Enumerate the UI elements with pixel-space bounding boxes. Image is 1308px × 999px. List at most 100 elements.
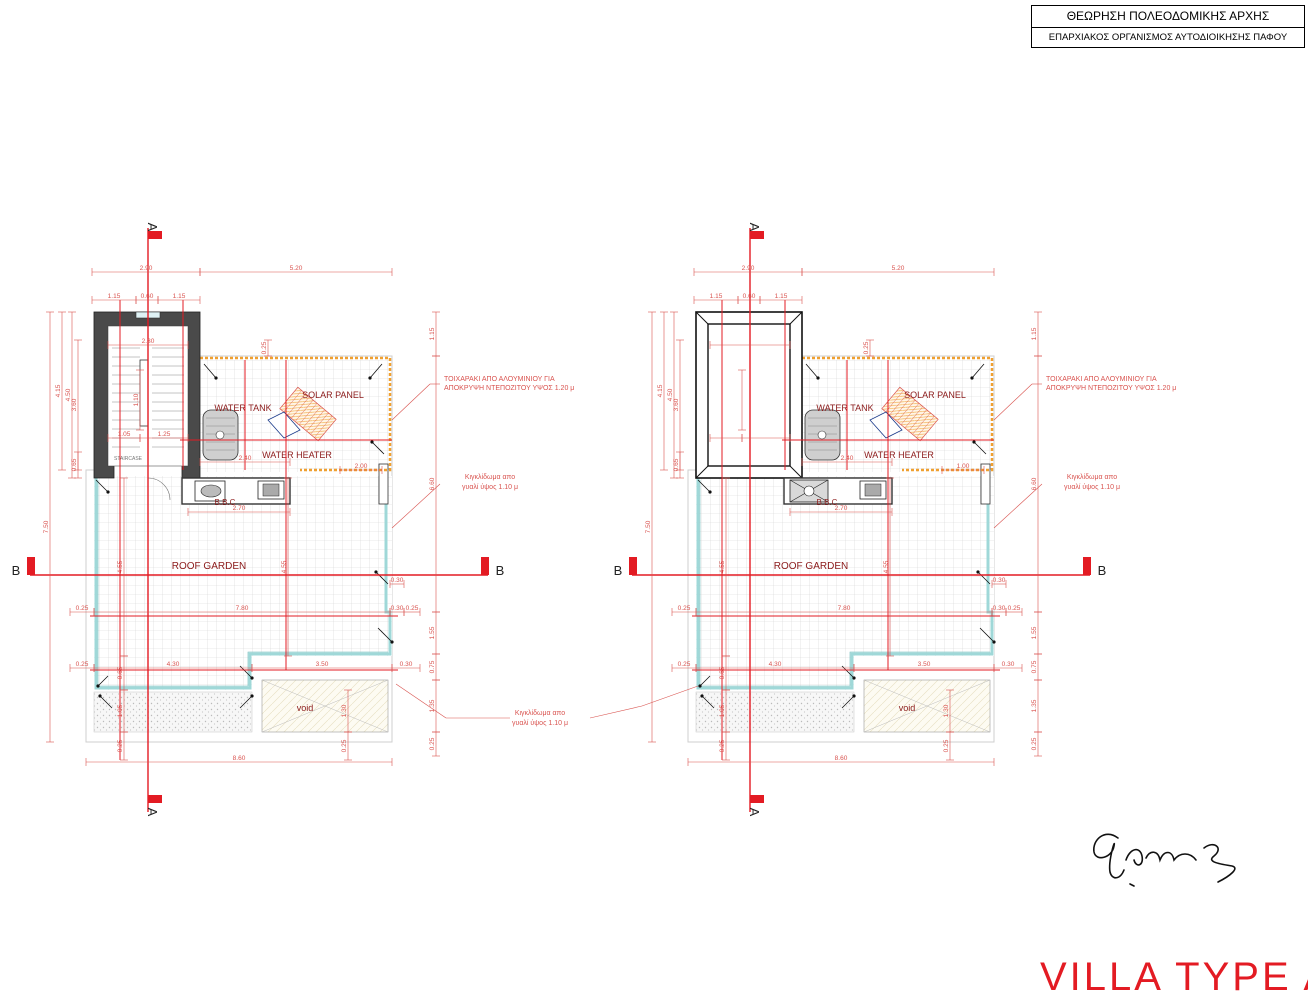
plan1-section-b-left: B [12, 563, 21, 578]
plan1-roof-garden-floor [94, 476, 392, 690]
plan1-arrow-10 [99, 695, 113, 709]
plan1-dim-r025-label: 0.25 [429, 737, 436, 750]
plan2-arrow-3-dot [972, 440, 976, 444]
plan2-railing-post [980, 463, 991, 505]
plan1-water-heater-box [267, 411, 301, 439]
plan1-solar-panel-cell [283, 390, 302, 412]
plan2-corner-bl [695, 465, 709, 479]
plan2-section-a-top: A [747, 223, 762, 232]
plan2-dim-stair-a-label: 1.15 [710, 293, 723, 300]
plan2-dim-stair-b-label: 0.60 [743, 293, 756, 300]
plan2-dim-r025-label: 0.25 [1031, 737, 1038, 750]
plan1-dim-r115-label: 1.15 [429, 327, 436, 340]
plan2-solar-panel-cell [885, 390, 904, 412]
plan1-dim-025b-label: 0.25 [76, 605, 89, 612]
plan1-dim-stair-b-label: 0.60 [141, 293, 154, 300]
plan1-note-parapet-line1: ΤΟΙΧΑΡΑΚΙ ΑΠΟ ΑΛΟΥΜΙΝΙΟΥ ΓΙΑ [444, 376, 555, 383]
plan1-arrow-2-dot [368, 376, 372, 380]
plan1-dim-230-label: 2.30 [142, 338, 155, 345]
plan1-arrow-9-dot [250, 694, 254, 698]
plan2-solar-panel-cell [908, 409, 927, 432]
plan1-dim-top-right-label: 5.20 [290, 265, 303, 272]
plan2-note-parapet-line1: ΤΟΙΧΑΡΑΚΙ ΑΠΟ ΑΛΟΥΜΙΝΙΟΥ ΓΙΑ [1046, 376, 1157, 383]
plan2-section-b-marker-left [629, 557, 637, 575]
plan2-dim-030c-label: 0.30 [1002, 661, 1015, 668]
stamp-subtitle: ΕΠΑΡΧΙΑΚΟΣ ΟΡΓΑΝΙΣΜΟΣ ΑΥΤΟΔΙΟΙΚΗΣΗΣ ΠΑΦΟ… [1048, 32, 1288, 43]
plan1-dim-105v-label: 1.05 [117, 704, 124, 717]
plan2-solar-panel-cell [889, 393, 908, 416]
plan1-leader-railing1 [391, 483, 441, 529]
plan2-dim-top-right-label: 5.20 [892, 265, 905, 272]
plan2-arrow-1-dot [816, 376, 820, 380]
plan2-basin [864, 483, 882, 497]
plan2-arrow-4-dot [976, 570, 980, 574]
plan2-roof-garden-label: ROOF GARDEN [774, 561, 848, 572]
plan1-section-b-marker-left [27, 557, 35, 575]
plan1-arrow-5-dot [390, 640, 394, 644]
plan1-railing-post [378, 463, 389, 505]
signature [1093, 833, 1236, 887]
plan2-dim-025e-label: 0.25 [719, 739, 726, 752]
plan2-arrow-10 [701, 695, 715, 709]
plan1-section-b-marker-right [481, 557, 489, 575]
plan1-arrow-1-dot [214, 376, 218, 380]
plan2-drain-circle [803, 485, 815, 497]
plan1-note-railing1-line1: Κιγκλίδωμα απο [465, 473, 515, 481]
plan1-section-a-top: A [145, 223, 160, 232]
plan2-note-railing1-line1: Κιγκλίδωμα απο [1067, 473, 1117, 481]
plan2-tank-enclosure-inner [707, 323, 791, 467]
plan2-arrow-7 [699, 675, 711, 687]
plan1-solar-panel-label: SOLAR PANEL [302, 390, 364, 400]
plan1-dim-125-label: 1.25 [158, 431, 171, 438]
plan2-arrow-1 [805, 363, 819, 379]
plan1-dim-stair-c-label: 1.15 [173, 293, 186, 300]
plan2-dim-780-label: 7.80 [838, 605, 851, 612]
plan2-water-heater-label: WATER HEATER [864, 450, 934, 460]
plan2-wc-label: B.B.C [817, 498, 838, 507]
plan2-water-tank-label: WATER TANK [816, 403, 873, 413]
plan1-arrow-7 [97, 675, 109, 687]
plan1-basin [262, 483, 280, 497]
plan1-dim-030c-label: 0.30 [400, 661, 413, 668]
plan1-void-diag-b [261, 679, 389, 733]
plan1-arrow-9 [239, 695, 253, 709]
plan2-dim-025b-label: 0.25 [678, 605, 691, 612]
plan2-arrow-6-dot [708, 490, 712, 494]
plan2-dim-430-label: 4.30 [769, 661, 782, 668]
plan2-glass-railing-inner [699, 480, 990, 687]
plan2-dim-860-label: 8.60 [835, 755, 848, 762]
drawing-title: VILLA TYPE A [1040, 955, 1308, 999]
plan1-void-label: void [297, 703, 314, 713]
plan1-arrow-3 [371, 441, 385, 455]
plan2-arrow-9 [841, 695, 855, 709]
plan2-leader-shared-tail [641, 685, 699, 707]
plan2-section-b-right: B [1098, 563, 1107, 578]
plan1-dim-270-label: 2.70 [233, 505, 246, 512]
plan2-dim-030a-label: 0.30 [993, 577, 1006, 584]
plan2-dim-200-label: 1.00 [957, 463, 970, 470]
plan1-dim-240-label: 2.40 [239, 455, 252, 462]
plan2-leader-railing1 [993, 483, 1043, 529]
plan1-note-railing2-line2: γυαλί ύψος 1.10 μ [512, 719, 568, 727]
plan2-section-b-left: B [614, 563, 623, 578]
plan2-dim-r660-label: 6.60 [1031, 477, 1038, 490]
plan2-dim-455a-label: 4.55 [719, 560, 726, 573]
plan1-arrow-4-dot [374, 570, 378, 574]
plan2-arrow-2 [971, 363, 985, 379]
plan1-note-railing1-line2: γυαλί ύψος 1.10 μ [462, 483, 518, 491]
plan1-arrow-7-dot [96, 684, 100, 688]
plan2-corner-br [789, 465, 803, 479]
plan1-dim-025c-label: 0.25 [406, 605, 419, 612]
plan1-dim-065-label: 0.65 [71, 458, 78, 471]
plan2-arrow-7-dot [698, 684, 702, 688]
plan2-arrow-2-dot [970, 376, 974, 380]
plan2-dim-130-label: 1.30 [943, 704, 950, 717]
plan1-solar-panel-cell [314, 416, 333, 438]
plan2-arrow-4 [977, 571, 991, 585]
plan1-solar-panel-cell [302, 406, 321, 429]
plan2-leader-shared [589, 705, 643, 719]
plan2-solar-panel [881, 386, 939, 442]
plan2-dim-240-label: 2.40 [841, 455, 854, 462]
